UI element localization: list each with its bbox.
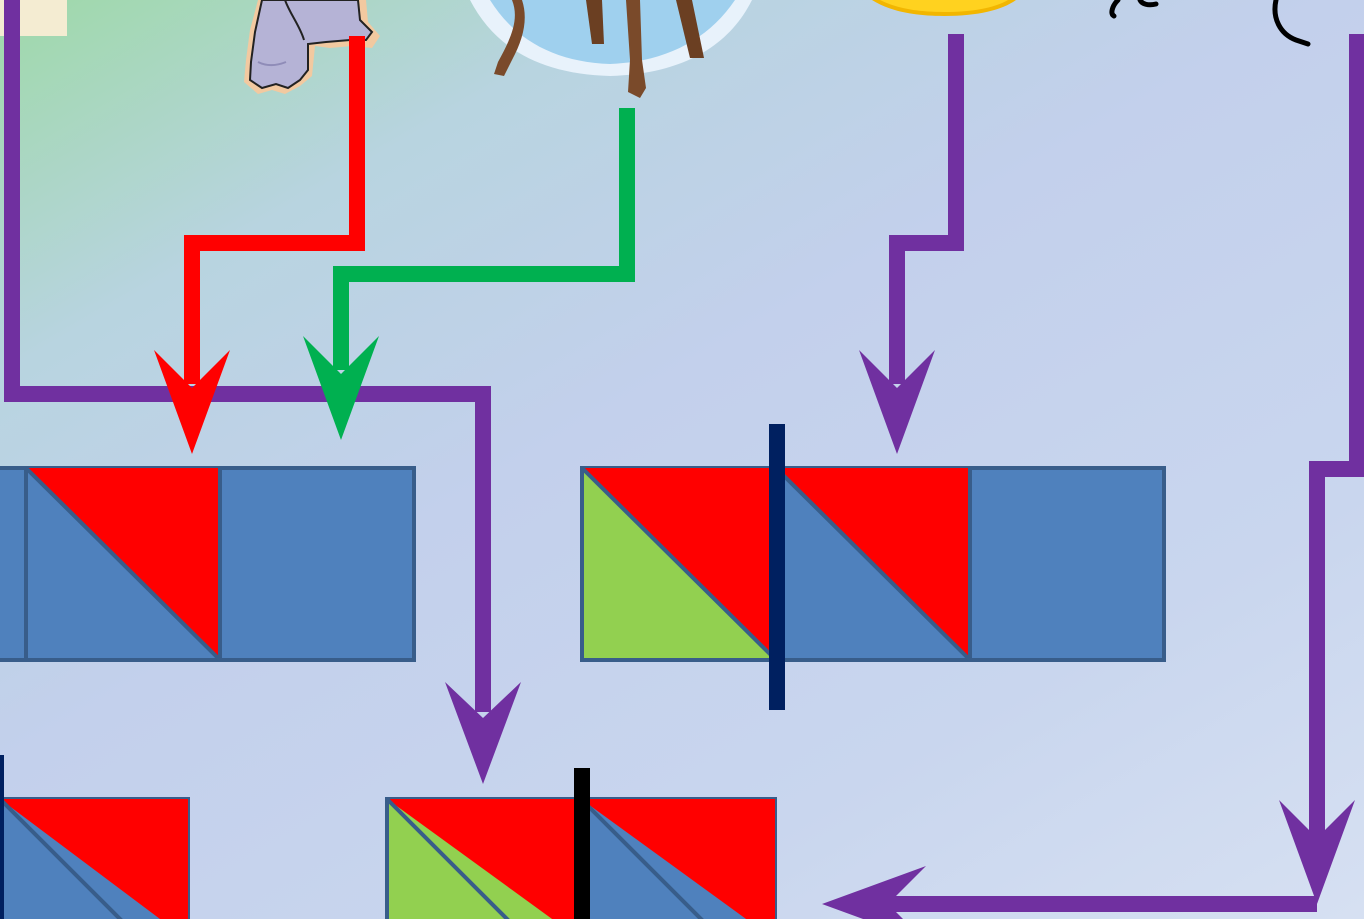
purple-arrow-right-down	[1279, 34, 1364, 904]
globe-figure-image	[470, 0, 752, 98]
divider-bar	[769, 424, 785, 710]
purple-arrow-center	[859, 34, 964, 454]
divider-bar	[574, 768, 590, 919]
arrowhead	[445, 682, 521, 784]
cell	[0, 466, 28, 662]
arrowhead	[303, 336, 379, 440]
purple-arrow-left-loop	[4, 0, 521, 784]
red-arrow	[154, 36, 365, 454]
black-line-art-image	[1109, 0, 1311, 47]
cell-row-bottom-left	[0, 755, 190, 919]
cell-red-half	[387, 799, 581, 919]
arrowhead	[859, 350, 935, 454]
divider-bar	[0, 755, 4, 919]
cell	[968, 466, 1166, 662]
cell-row-top-left	[0, 466, 416, 662]
purple-arrow-bottom-left	[822, 866, 1317, 919]
cartoon-character-image	[244, 0, 380, 94]
cell-red-half	[0, 799, 188, 919]
arrowhead	[154, 350, 230, 454]
cell-row-top-right	[580, 424, 1166, 710]
arrowhead	[1279, 800, 1355, 904]
arrowhead	[822, 866, 926, 919]
cell-red-half	[581, 799, 775, 919]
cell	[218, 466, 416, 662]
yellow-disc-image	[872, 0, 1016, 16]
green-arrow	[303, 108, 635, 440]
cell-row-bottom-middle	[385, 768, 777, 919]
